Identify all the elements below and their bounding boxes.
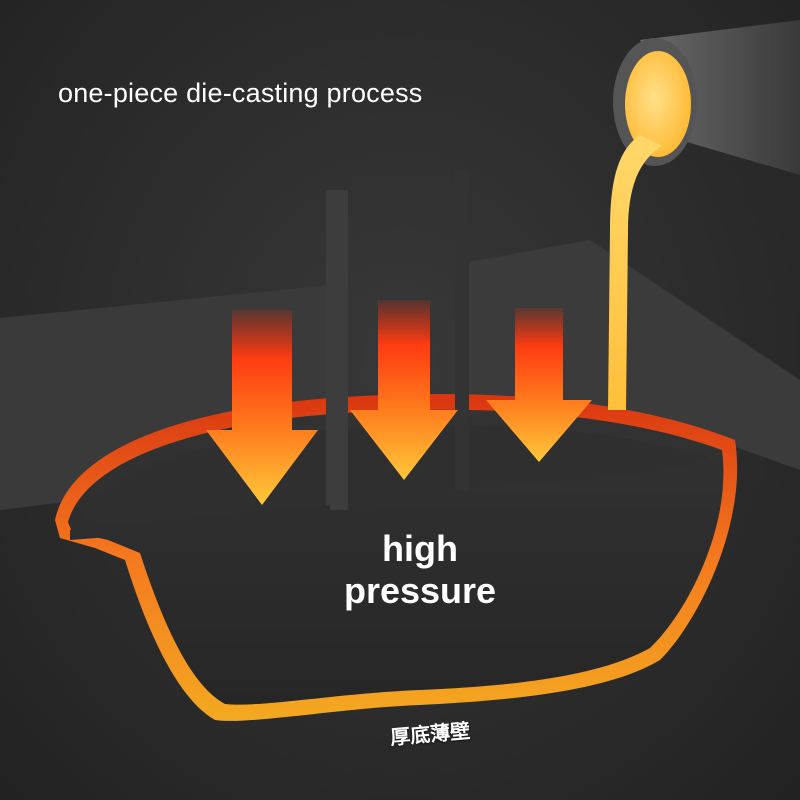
mold-panel-front — [70, 505, 330, 540]
ladle-icon — [608, 20, 800, 410]
molten-stream — [608, 135, 662, 410]
pressure-line-1: high — [382, 528, 458, 569]
high-pressure-label: high pressure — [340, 528, 500, 612]
process-caption: one-piece die-casting process — [58, 78, 423, 108]
mold-divider-right — [455, 170, 469, 490]
down-arrow-icon — [486, 308, 592, 462]
pressure-line-2: pressure — [343, 570, 497, 611]
down-arrow-icon — [206, 310, 318, 505]
down-arrow-icon — [350, 300, 458, 480]
mold-divider-left — [326, 190, 348, 510]
